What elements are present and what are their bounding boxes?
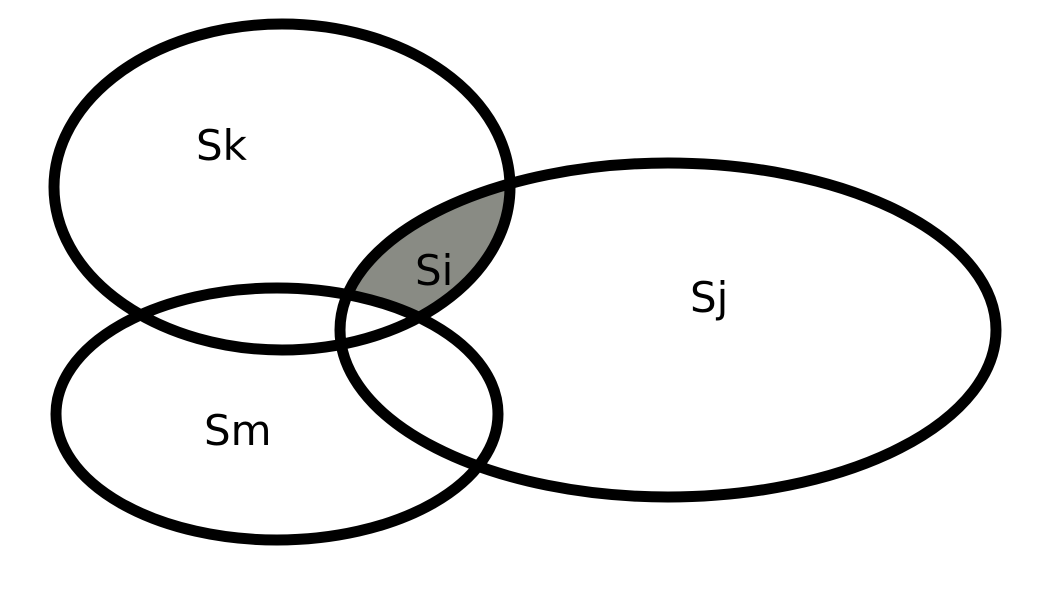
- set-sk-label: Sk: [196, 121, 248, 170]
- intersection-si-label: Si: [415, 246, 453, 295]
- set-sk-ellipse: [48, 18, 516, 356]
- set-sj-ellipse: [334, 157, 1002, 503]
- set-sm-ellipse: [50, 282, 504, 546]
- set-sm-label: Sm: [204, 406, 272, 455]
- set-sj-label: Sj: [690, 273, 728, 322]
